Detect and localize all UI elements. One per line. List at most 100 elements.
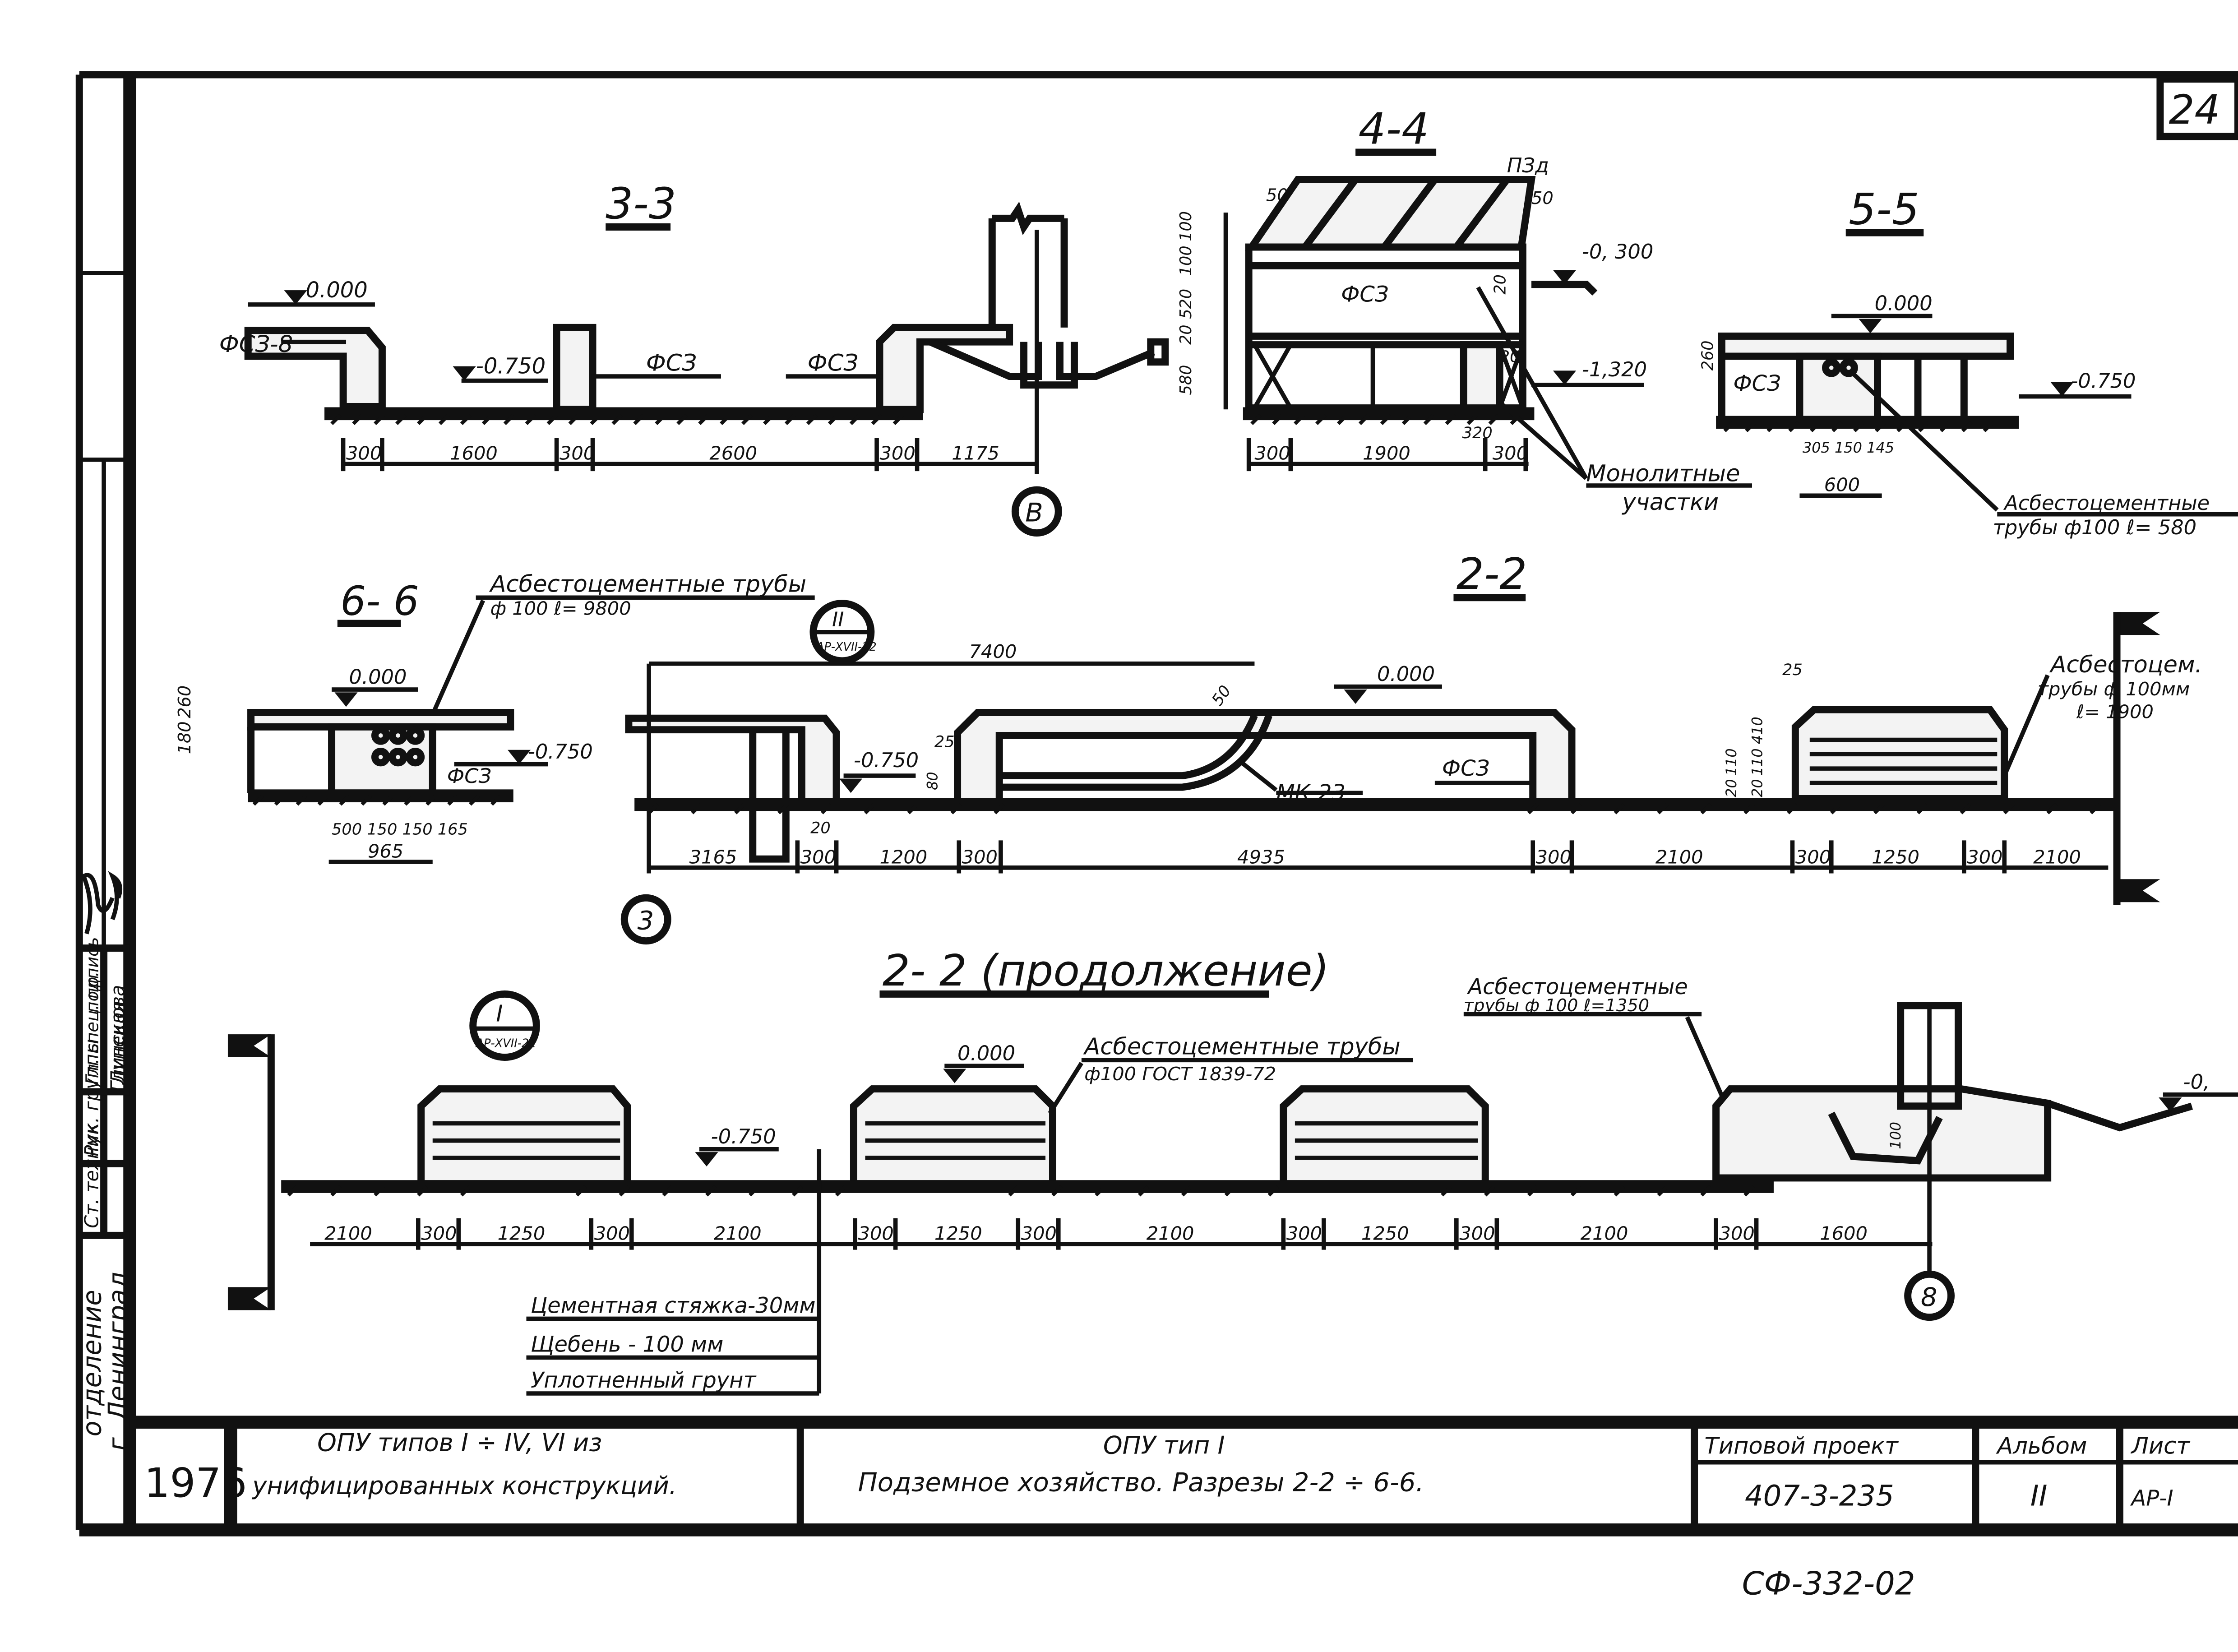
tb-series-2: унифицированных конструкций.: [251, 1472, 677, 1500]
s22-dim-7400: 7400: [969, 641, 1017, 662]
s66-pipes-2: ф 100 ℓ= 9800: [490, 598, 631, 620]
s22c-dim-13: 300: [1719, 1222, 1754, 1244]
s44-vdim-0: 100: [1177, 211, 1195, 241]
s44-dim-50-a: 50: [1266, 185, 1288, 206]
s33-level-0: 0.000: [306, 278, 368, 303]
s22c-dim-7: 300: [1021, 1222, 1057, 1244]
s33-axis: В: [1025, 498, 1043, 528]
s22-label-fcs: ФСЗ: [1442, 756, 1489, 781]
s66-level-0: 0.000: [349, 665, 407, 689]
s22c-level-2: -0,: [2183, 1070, 2210, 1094]
s33-dim-1: 1600: [450, 443, 498, 464]
section-6-6: 6- 6 Асбестоцементные трубы ф 100 ℓ= 980…: [175, 571, 815, 864]
stamp-role-1: Ст. техник: [81, 1124, 102, 1228]
section-6-6-title: 6- 6: [340, 578, 419, 625]
stamp-name-2: Лупешова: [107, 985, 129, 1086]
s55-label-fcs: ФСЗ: [1733, 371, 1780, 396]
s22-dim-80: 80: [924, 772, 941, 790]
section-4-4: 4-4 ПЗд 50 50 ФСЗ 100 100 520 20 580 20 …: [1177, 104, 1752, 516]
s22-dim-4: 4935: [1237, 846, 1285, 868]
s22c-dim-11: 300: [1459, 1222, 1495, 1244]
s22-pipes-1: Асбестоцем.: [2049, 652, 2202, 678]
s44-mono-1: Монолитные: [1586, 461, 1740, 487]
s55-level-0: 0.000: [1875, 292, 1933, 315]
s22c-pipes-a1: Асбестоцементные трубы: [1083, 1034, 1400, 1060]
s22-ref-sheet: АР-XVII-22: [815, 640, 877, 654]
s22c-dim-2: 1250: [498, 1222, 546, 1244]
s22c-pipes-b2: трубы ф 100 ℓ=1350: [1464, 995, 1649, 1016]
s44-label-pzd: ПЗд: [1507, 154, 1549, 177]
s33-level-1: -0.750: [476, 354, 546, 379]
s66-label-fcs: ФСЗ: [447, 764, 491, 788]
s22-dim-20: 20: [810, 819, 831, 837]
s22c-level-0: 0.000: [957, 1041, 1015, 1065]
s22c-dim-10: 1250: [1361, 1222, 1409, 1244]
s55-level-1: -0.750: [2071, 370, 2136, 393]
stamp-role-3: Гл. спец. пр.: [82, 971, 102, 1084]
s44-vdim-3: 20: [1177, 324, 1195, 345]
s22-vdim-b0: 20: [1748, 779, 1766, 797]
tb-album-label: Альбом: [1996, 1433, 2087, 1460]
s22c-layer-0: Цементная стяжка-30мм: [531, 1294, 815, 1319]
s22c-layer-2: Уплотненный грунт: [531, 1368, 756, 1393]
stamp-name-1: Глинская: [107, 1001, 129, 1092]
s55-dims-small: 305 150 145: [1803, 439, 1894, 456]
s22c-dim-14: 1600: [1820, 1222, 1868, 1244]
tb-year: 1976: [144, 1460, 247, 1507]
s22-dim-0: 3165: [689, 846, 737, 868]
s44-vdim-4: 580: [1177, 365, 1195, 395]
s22c-pipes-b1: Асбестоцементные: [1466, 975, 1688, 1000]
s22c-dim-9: 300: [1286, 1222, 1322, 1244]
tb-series-1: ОПУ типов I ÷ IV, VI из: [317, 1428, 602, 1457]
s22-label-mk: МК-23: [1276, 781, 1346, 805]
s44-dim-320: 320: [1462, 424, 1493, 442]
s66-dim-965: 965: [368, 841, 403, 862]
s66-level-1: -0.750: [528, 740, 593, 764]
s55-dim-600: 600: [1824, 474, 1860, 496]
s55-dim-260: 260: [1699, 340, 1717, 370]
s22-axis: 3: [638, 906, 654, 936]
s22c-level-1: -0.750: [711, 1125, 776, 1148]
s66-dims-small: 500 150 150 165: [332, 820, 468, 839]
s22-vdim-b1: 110: [1748, 748, 1766, 776]
s22c-dim-4: 2100: [714, 1222, 762, 1244]
sheet-number: 24: [2169, 87, 2220, 134]
s22-dim-8: 1250: [1872, 846, 1919, 868]
s33-dim-2: 300: [560, 443, 595, 464]
s44-dim-2: 300: [1493, 443, 1528, 464]
s22-pipes-3: ℓ= 1900: [2076, 701, 2154, 723]
s22-dim-10: 2100: [2033, 846, 2081, 868]
tb-project-label: Типовой проект: [1705, 1433, 1899, 1460]
section-3-3: 3-3 0.000 -0.750 ФСЗ-8 ФСЗ ФСЗ: [219, 178, 1169, 537]
s22c-dim-6: 1250: [934, 1222, 982, 1244]
s22-dim-5: 300: [1536, 846, 1572, 868]
tb-list-value: АР-I: [2130, 1486, 2173, 1511]
sheet-frame: 24: [75, 71, 2238, 1536]
title-block: 1976 ОПУ типов I ÷ IV, VI из унифицирова…: [129, 1416, 2238, 1530]
s22c-dim-5: 300: [858, 1222, 894, 1244]
tb-sheet-1: ОПУ тип I: [1103, 1431, 1225, 1460]
section-3-3-title: 3-3: [606, 178, 676, 229]
s33-label-fcs8: ФСЗ-8: [219, 331, 293, 358]
s44-mono-2: участки: [1621, 489, 1719, 516]
s44-dim-20-a: 20: [1491, 274, 1509, 295]
section-4-4-title: 4-4: [1359, 104, 1429, 154]
section-5-5-title: 5-5: [1849, 184, 1919, 235]
section-2-2-title: 2-2: [1457, 549, 1527, 599]
section-2-2-continued: 2- 2 (продолжение) I АР-XVII-21 0.000: [227, 945, 2238, 1396]
s33-label-fcs-b: ФСЗ: [808, 350, 858, 376]
s22c-pipes-a2: ф100 ГОСТ 1839-72: [1084, 1063, 1276, 1085]
s33-dim-3: 2600: [709, 443, 757, 464]
s33-dim-0: 300: [346, 443, 382, 464]
s22-level-1: -0.750: [854, 749, 919, 772]
stamp-name-3: подпись: [82, 937, 102, 1013]
tb-album-value: II: [2030, 1479, 2048, 1513]
s22c-dim-8: 2100: [1147, 1222, 1194, 1244]
s22-dim-50: 50: [1208, 682, 1235, 709]
s44-dim-0: 300: [1254, 443, 1290, 464]
s22-dim-1: 300: [800, 846, 836, 868]
side-stamp: отделение г. Ленинград Ст. техник Глинск…: [77, 271, 133, 1451]
s44-vdim-1: 100: [1177, 245, 1195, 276]
s22c-ref-sheet: АР-XVII-21: [475, 1037, 536, 1050]
